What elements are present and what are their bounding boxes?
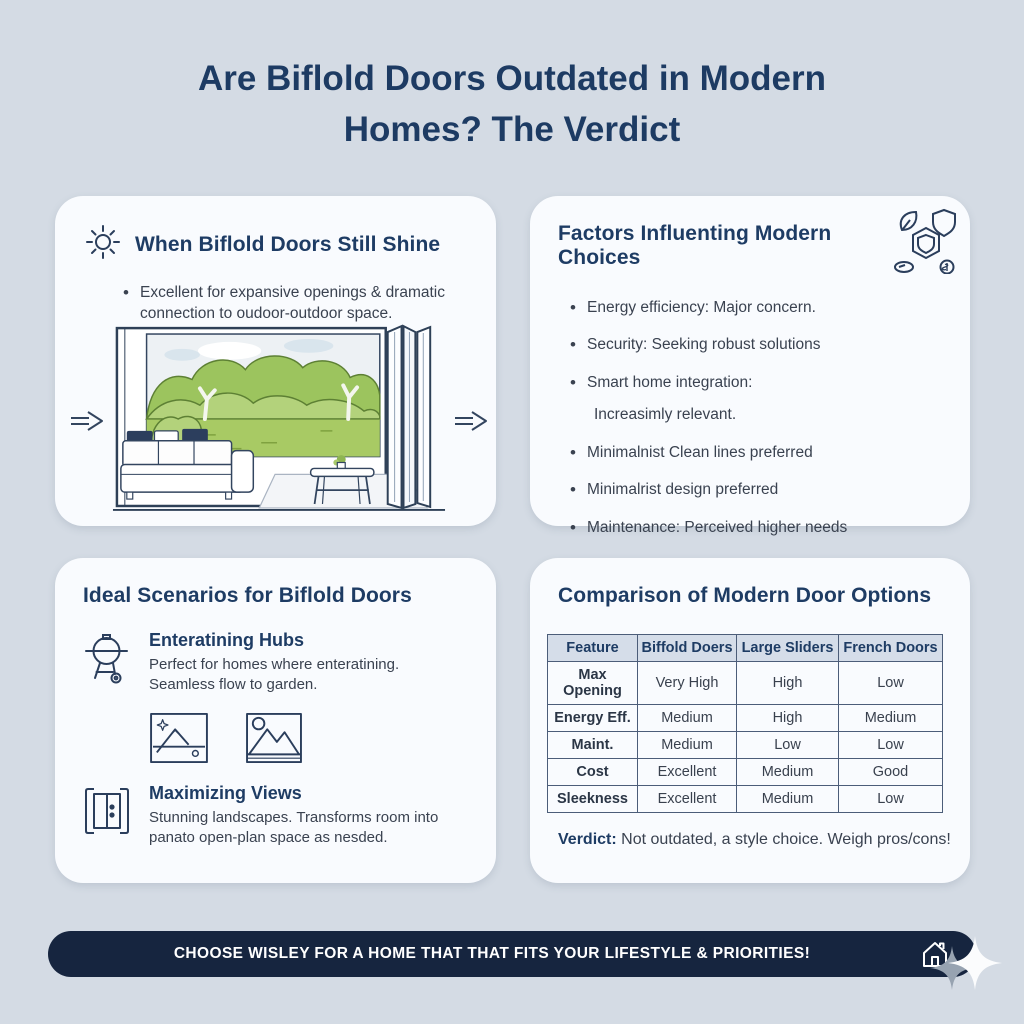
table-row: Energy Eff. Medium High Medium (547, 704, 943, 732)
table-cell: Low (838, 785, 943, 813)
column-header: Large Sliders (736, 634, 839, 662)
eco-security-icon-cluster (894, 208, 958, 279)
table-cell: Medium (637, 704, 737, 732)
scenario-text: Stunning landscapes. Transforms room int… (149, 808, 439, 846)
bifold-room-illustration (69, 324, 487, 522)
table-cell: Good (838, 758, 943, 786)
card-when-bifold-doors-shine: When Biflold Doors Still Shine Excellent… (55, 196, 496, 526)
banner-text: CHOOSE WISLEY FOR A HOME THAT THAT FITS … (173, 945, 811, 962)
table-cell: Excellent (637, 758, 737, 786)
image-placeholder-row (149, 712, 496, 769)
door-comparison-table: Feature Biffold Doers Large Sliders Fren… (547, 634, 943, 813)
arrow-right-icon (453, 408, 489, 439)
hex-shield-icon (912, 226, 940, 260)
bullet-item: Smart home integration: (568, 372, 928, 395)
table-header-row: Feature Biffold Doers Large Sliders Fren… (547, 634, 943, 662)
table-row: Maint. Medium Low Low (547, 731, 943, 759)
table-cell: Low (736, 731, 839, 759)
table-cell: Medium (838, 704, 943, 732)
table-cell: Maint. (547, 731, 638, 759)
shine-bullet-list: Excellent for expansive openings & drama… (121, 282, 451, 325)
image-placeholder-icon (149, 712, 209, 769)
bullet-item: Minimalnist Clean lines preferred (568, 442, 928, 465)
card-title: Factors Influenting Modern Choices (558, 222, 832, 269)
home-icon (920, 939, 950, 974)
table-cell: High (736, 704, 839, 732)
bbq-grill-icon (83, 630, 131, 696)
scenario-title: Maximizing Views (149, 782, 302, 803)
card-factors-modern-choices: Factors Influenting Modern Choices Energ… (530, 196, 970, 539)
verdict-text: Not outdated, a style choice. Weigh pros… (616, 831, 951, 848)
table-cell: High (736, 661, 839, 705)
verdict-label: Verdict: (558, 831, 617, 848)
card-title: Comparison of Modern Door Options (558, 584, 932, 607)
table-cell: Cost (547, 758, 638, 786)
leaf-icon (899, 210, 918, 232)
image-placeholder-icon (245, 712, 303, 769)
table-cell: Excellent (637, 785, 737, 813)
scenario-title: Enteratining Hubs (149, 630, 305, 650)
table-cell: Low (838, 731, 943, 759)
scenario-entertaining-hubs: Enteratining Hubs Perfect for homes wher… (55, 630, 496, 696)
sun-icon (83, 222, 123, 267)
column-header: Feature (547, 634, 638, 662)
bifold-door-icon (83, 783, 131, 849)
table-cell: Medium (736, 758, 839, 786)
bullet-item: Security: Seeking robust solutions (568, 334, 928, 357)
column-header: Biffold Doers (637, 634, 737, 662)
bottom-banner: CHOOSE WISLEY FOR A HOME THAT THAT FITS … (48, 931, 976, 977)
scenario-maximizing-views: Maximizing Views Stunning landscapes. Tr… (55, 783, 496, 849)
shield-icon (932, 208, 956, 238)
table-cell: Low (838, 661, 943, 705)
page-title: Are Biflold Doors Outdated in Modern Hom… (197, 59, 827, 149)
table-cell: Medium (637, 731, 737, 759)
room-garden-view-graphic (111, 324, 447, 522)
table-cell: Energy Eff. (547, 704, 638, 732)
card-title: When Biflold Doors Still Shine (135, 232, 441, 256)
pill-icon (894, 261, 914, 273)
bullet-item: Minimalrist design preferred (568, 479, 928, 502)
table-cell: Max Opening (547, 661, 638, 705)
verdict-line: Verdict: Not outdated, a style choice. W… (558, 831, 970, 849)
table-cell: Sleekness (547, 785, 638, 813)
arrow-right-icon (69, 408, 105, 439)
scenario-text: Perfect for homes where enteratining. Se… (149, 656, 400, 694)
card-comparison: Comparison of Modern Door Options Featur… (530, 558, 970, 883)
card-ideal-scenarios: Ideal Scenarios for Biflold Doors Entera… (55, 558, 496, 883)
bullet-item: Energy efficiency: Major concern. (568, 297, 928, 320)
table-cell: Medium (736, 785, 839, 813)
card-title: Ideal Scenarios for Biflold Doors (83, 584, 412, 607)
table-cell: Very High (637, 661, 737, 705)
table-row: Sleekness Excellent Medium Low (547, 785, 943, 813)
sparkle-icon (922, 922, 1022, 1018)
bullet-item: Maintenance: Perceived higher needs (568, 517, 928, 540)
column-header: French Doors (838, 634, 943, 662)
table-row: Max Opening Very High High Low (547, 661, 943, 705)
coin-icon (939, 259, 955, 275)
factors-bullet-list: Energy efficiency: Major concern. Securi… (568, 297, 928, 540)
table-row: Cost Excellent Medium Good (547, 758, 943, 786)
bullet-item-continuation: Increasimly relevant. (594, 406, 737, 424)
bullet-item: Excellent for expansive openings & drama… (121, 282, 451, 325)
